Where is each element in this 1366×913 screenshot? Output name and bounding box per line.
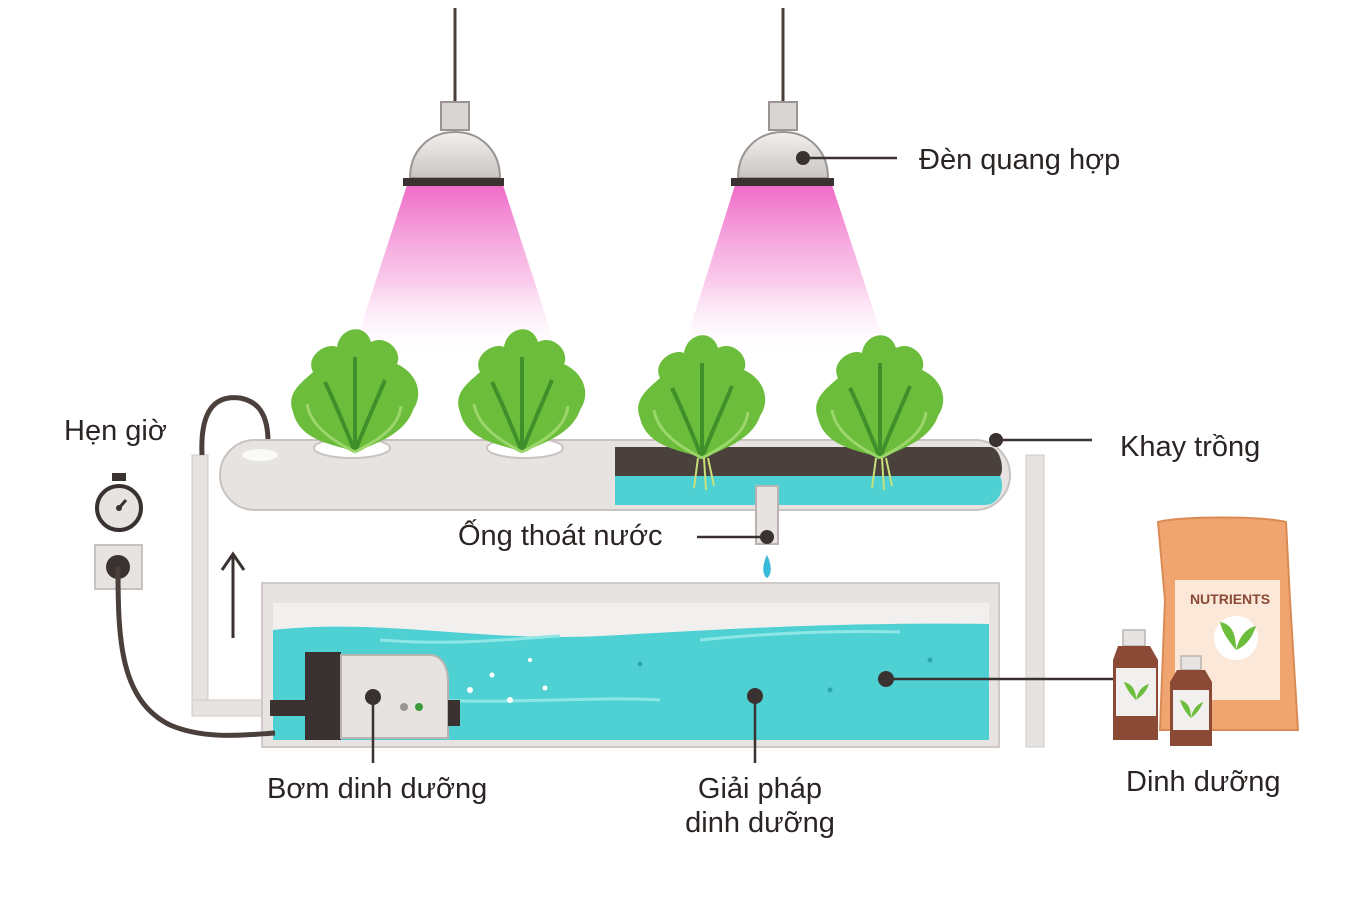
light-beam-right	[680, 185, 890, 360]
nutrient-pump-icon	[270, 652, 460, 740]
nutrient-solution-label-line1: Giải pháp	[697, 773, 823, 805]
drain-pipe-label: Ống thoát nước	[458, 520, 663, 552]
nutrients-leader	[878, 671, 1120, 687]
grow-lamp-right-icon	[731, 101, 834, 186]
lettuce-plant-3-icon	[636, 333, 768, 491]
grow-lamp-left-icon	[403, 101, 504, 186]
nutrient-solution-label-line2: dinh dưỡng	[685, 807, 835, 839]
light-beam-left	[350, 185, 560, 360]
nutrient-pump-label: Bơm dinh dưỡng	[267, 773, 488, 805]
nutrient-bottle-small-icon	[1170, 655, 1212, 746]
pump-power-cable	[115, 566, 276, 738]
nutrient-solution-leader	[747, 688, 763, 763]
drain-pipe-leader	[697, 530, 774, 544]
grow-tray-label: Khay trồng	[1120, 431, 1261, 463]
tray-cable	[199, 395, 271, 456]
nutrient-bottle-large-icon	[1113, 629, 1158, 740]
nutrients-label: Dinh dưỡng	[1126, 766, 1281, 798]
grow-light-label: Đèn quang hợp	[919, 144, 1121, 176]
flow-up-arrow-icon	[220, 551, 246, 638]
grow-light-leader	[796, 151, 897, 165]
grow-tray-leader	[989, 433, 1092, 447]
nutrient-pump-leader	[365, 689, 381, 763]
bag-label-text: NUTRIENTS	[1190, 591, 1270, 607]
timer-label: Hẹn giờ	[64, 415, 167, 447]
frame-pipes	[191, 454, 1045, 748]
nutrient-solution-label: Giải pháp dinh dưỡng	[660, 772, 860, 840]
timer-stopwatch-icon	[95, 473, 143, 532]
lettuce-plant-4-icon	[814, 333, 946, 491]
